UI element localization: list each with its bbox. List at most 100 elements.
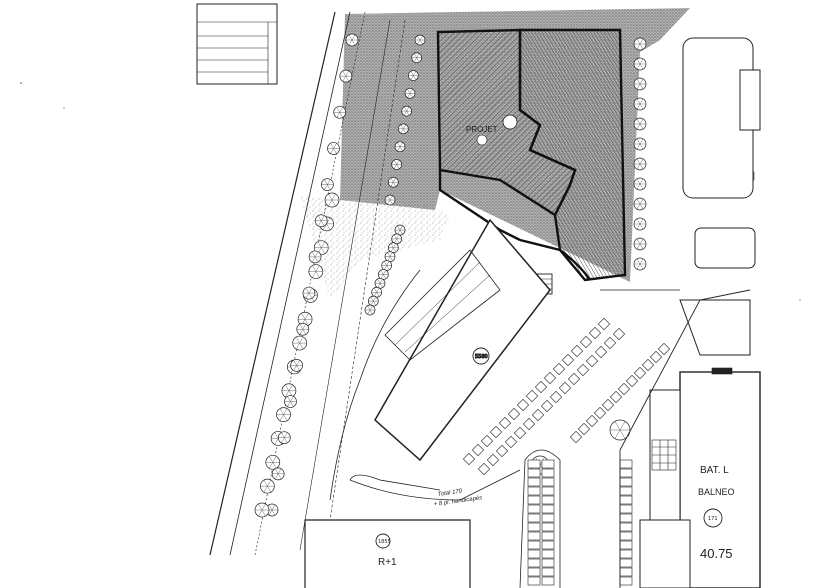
- lot-171-label: 171: [708, 516, 718, 522]
- parking-space: [534, 380, 548, 394]
- tree-icon: [633, 97, 647, 111]
- tree-icon: [321, 178, 334, 191]
- tree-icon: [276, 407, 291, 422]
- tree-icon: [394, 141, 406, 153]
- tree-icon: [633, 257, 647, 271]
- parking-space: [619, 522, 633, 532]
- parking-space: [527, 495, 541, 505]
- parking-space: [641, 358, 655, 372]
- tree-row: [254, 33, 747, 518]
- parking-space: [619, 576, 633, 586]
- title-block: [196, 3, 278, 85]
- balneo-label: BALNEO: [698, 487, 735, 497]
- parking-space: [558, 381, 572, 395]
- parking-space: [619, 459, 633, 469]
- parking-space: [541, 558, 555, 568]
- parking-space: [577, 422, 591, 436]
- tree-icon: [633, 137, 647, 151]
- tree-icon: [407, 70, 419, 81]
- parking-space: [540, 399, 554, 413]
- tree-icon: [633, 77, 647, 91]
- parking-space: [541, 522, 555, 532]
- tree-icon: [284, 395, 297, 408]
- parking-space: [619, 558, 633, 568]
- tree-icon: [414, 34, 426, 46]
- tree-icon: [333, 105, 347, 119]
- project-building: PROJET: [436, 28, 627, 282]
- handwritten-note: Total 170 + 8 pl. handicapés: [433, 489, 482, 508]
- parking-space: [489, 425, 503, 439]
- tree-icon: [277, 431, 291, 445]
- tree-icon: [633, 157, 647, 171]
- parking-space: [541, 567, 555, 577]
- parking-space: [594, 345, 608, 359]
- tree-icon: [308, 250, 322, 264]
- parking-space: [552, 362, 566, 376]
- tree-icon: [633, 37, 647, 51]
- parking-space: [541, 468, 555, 478]
- parking-space: [525, 389, 539, 403]
- parking-space: [585, 414, 599, 428]
- bottom-building: 1855 R+1: [304, 519, 471, 588]
- parking-space: [649, 350, 663, 364]
- tree-icon: [633, 57, 647, 71]
- parking-space: [541, 513, 555, 523]
- parking-space: [603, 336, 617, 350]
- parking-space: [527, 540, 541, 550]
- bat-label: BAT. L: [700, 465, 729, 476]
- tree-icon: [327, 142, 340, 155]
- tree-icon: [397, 123, 409, 135]
- parking-space: [522, 417, 536, 431]
- parking-space: [527, 477, 541, 487]
- parking-space: [527, 468, 541, 478]
- parking-space: [527, 513, 541, 523]
- tree-icon: [377, 269, 389, 280]
- parking-space: [543, 371, 557, 385]
- tree-icon: [609, 419, 631, 441]
- parking-space: [541, 477, 555, 487]
- parking-space: [585, 354, 599, 368]
- right-buildings: BAT. L BALNEO 171 40.75: [639, 37, 761, 588]
- tree-icon: [265, 503, 279, 517]
- lot-main-label: 5580: [475, 354, 488, 360]
- parking-space: [588, 326, 602, 340]
- tree-icon: [633, 237, 647, 251]
- parking-space: [561, 353, 575, 367]
- tree-icon: [260, 478, 275, 494]
- parking-space: [541, 540, 555, 550]
- parking-space: [619, 540, 633, 550]
- parking-space: [498, 416, 512, 430]
- parking-space: [549, 390, 563, 404]
- parking-space: [617, 382, 631, 396]
- tree-icon: [394, 224, 406, 236]
- tree-icon: [387, 242, 399, 254]
- tree-icon: [391, 233, 403, 245]
- tree-icon: [384, 194, 396, 206]
- parking-space: [612, 327, 626, 341]
- tree-icon: [302, 286, 316, 300]
- parking-space: [619, 486, 633, 496]
- tree-icon: [384, 251, 396, 263]
- parking-space: [597, 317, 611, 331]
- tree-icon: [265, 454, 281, 470]
- tree-icon: [339, 69, 353, 83]
- parking-space: [633, 366, 647, 380]
- bottom-road: [349, 289, 751, 588]
- parking-space: [527, 531, 541, 541]
- parking-space: [619, 549, 633, 559]
- tree-icon: [371, 286, 383, 298]
- parking-space: [527, 504, 541, 514]
- tree-icon: [633, 117, 647, 131]
- parking-space: [657, 342, 671, 356]
- parking-space: [527, 486, 541, 496]
- parking-structure: 5580: [374, 218, 551, 462]
- parking-space: [541, 504, 555, 514]
- parking-space: [527, 549, 541, 559]
- parking-space: [516, 398, 530, 412]
- tree-icon: [297, 311, 313, 327]
- parking-space: [619, 567, 633, 577]
- tree-icon: [387, 176, 399, 188]
- parking-space: [541, 495, 555, 505]
- parking-space: [601, 398, 615, 412]
